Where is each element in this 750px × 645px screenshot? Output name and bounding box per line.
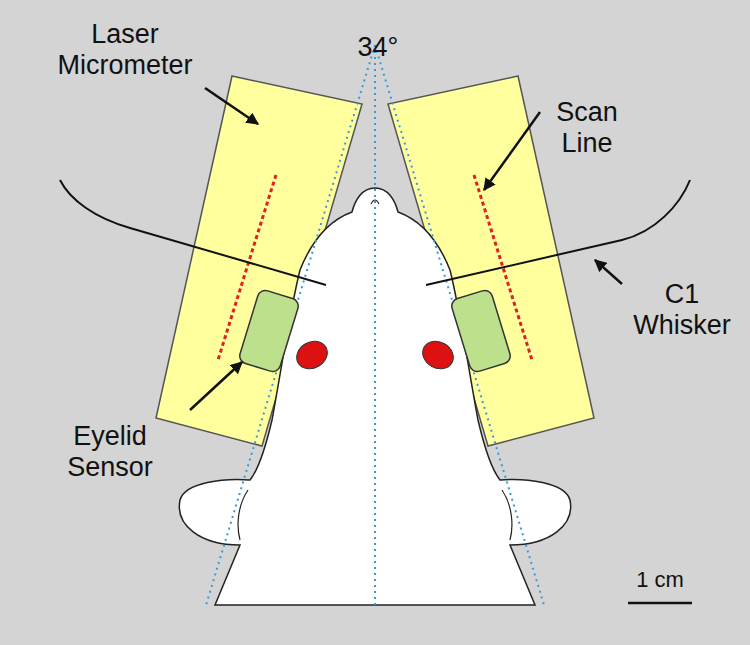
callout-label: C1 Whisker: [622, 279, 742, 341]
eye: [292, 336, 333, 375]
scale-bar: [628, 602, 692, 605]
eye: [418, 336, 459, 375]
eyelid-sensor: [238, 289, 300, 374]
leader-arrow: [205, 88, 258, 124]
callout-label: Eyelid Sensor: [50, 421, 170, 483]
eyelid-sensor: [450, 289, 512, 374]
midline: [374, 45, 376, 605]
leader-arrow: [595, 260, 622, 284]
angle-line: [375, 45, 544, 605]
leader-arrow: [484, 112, 540, 190]
leader-arrow: [190, 362, 242, 410]
ear-line: [502, 490, 512, 540]
callout-label: Laser Micrometer: [40, 19, 210, 81]
c1-whisker: [60, 180, 326, 285]
callout-label: 34°: [338, 32, 418, 63]
angle-line: [206, 45, 375, 605]
callout-label: Scan Line: [542, 97, 632, 159]
callout-label: 1 cm: [615, 567, 705, 592]
c1-whisker: [426, 180, 690, 285]
ear-line: [238, 490, 248, 540]
